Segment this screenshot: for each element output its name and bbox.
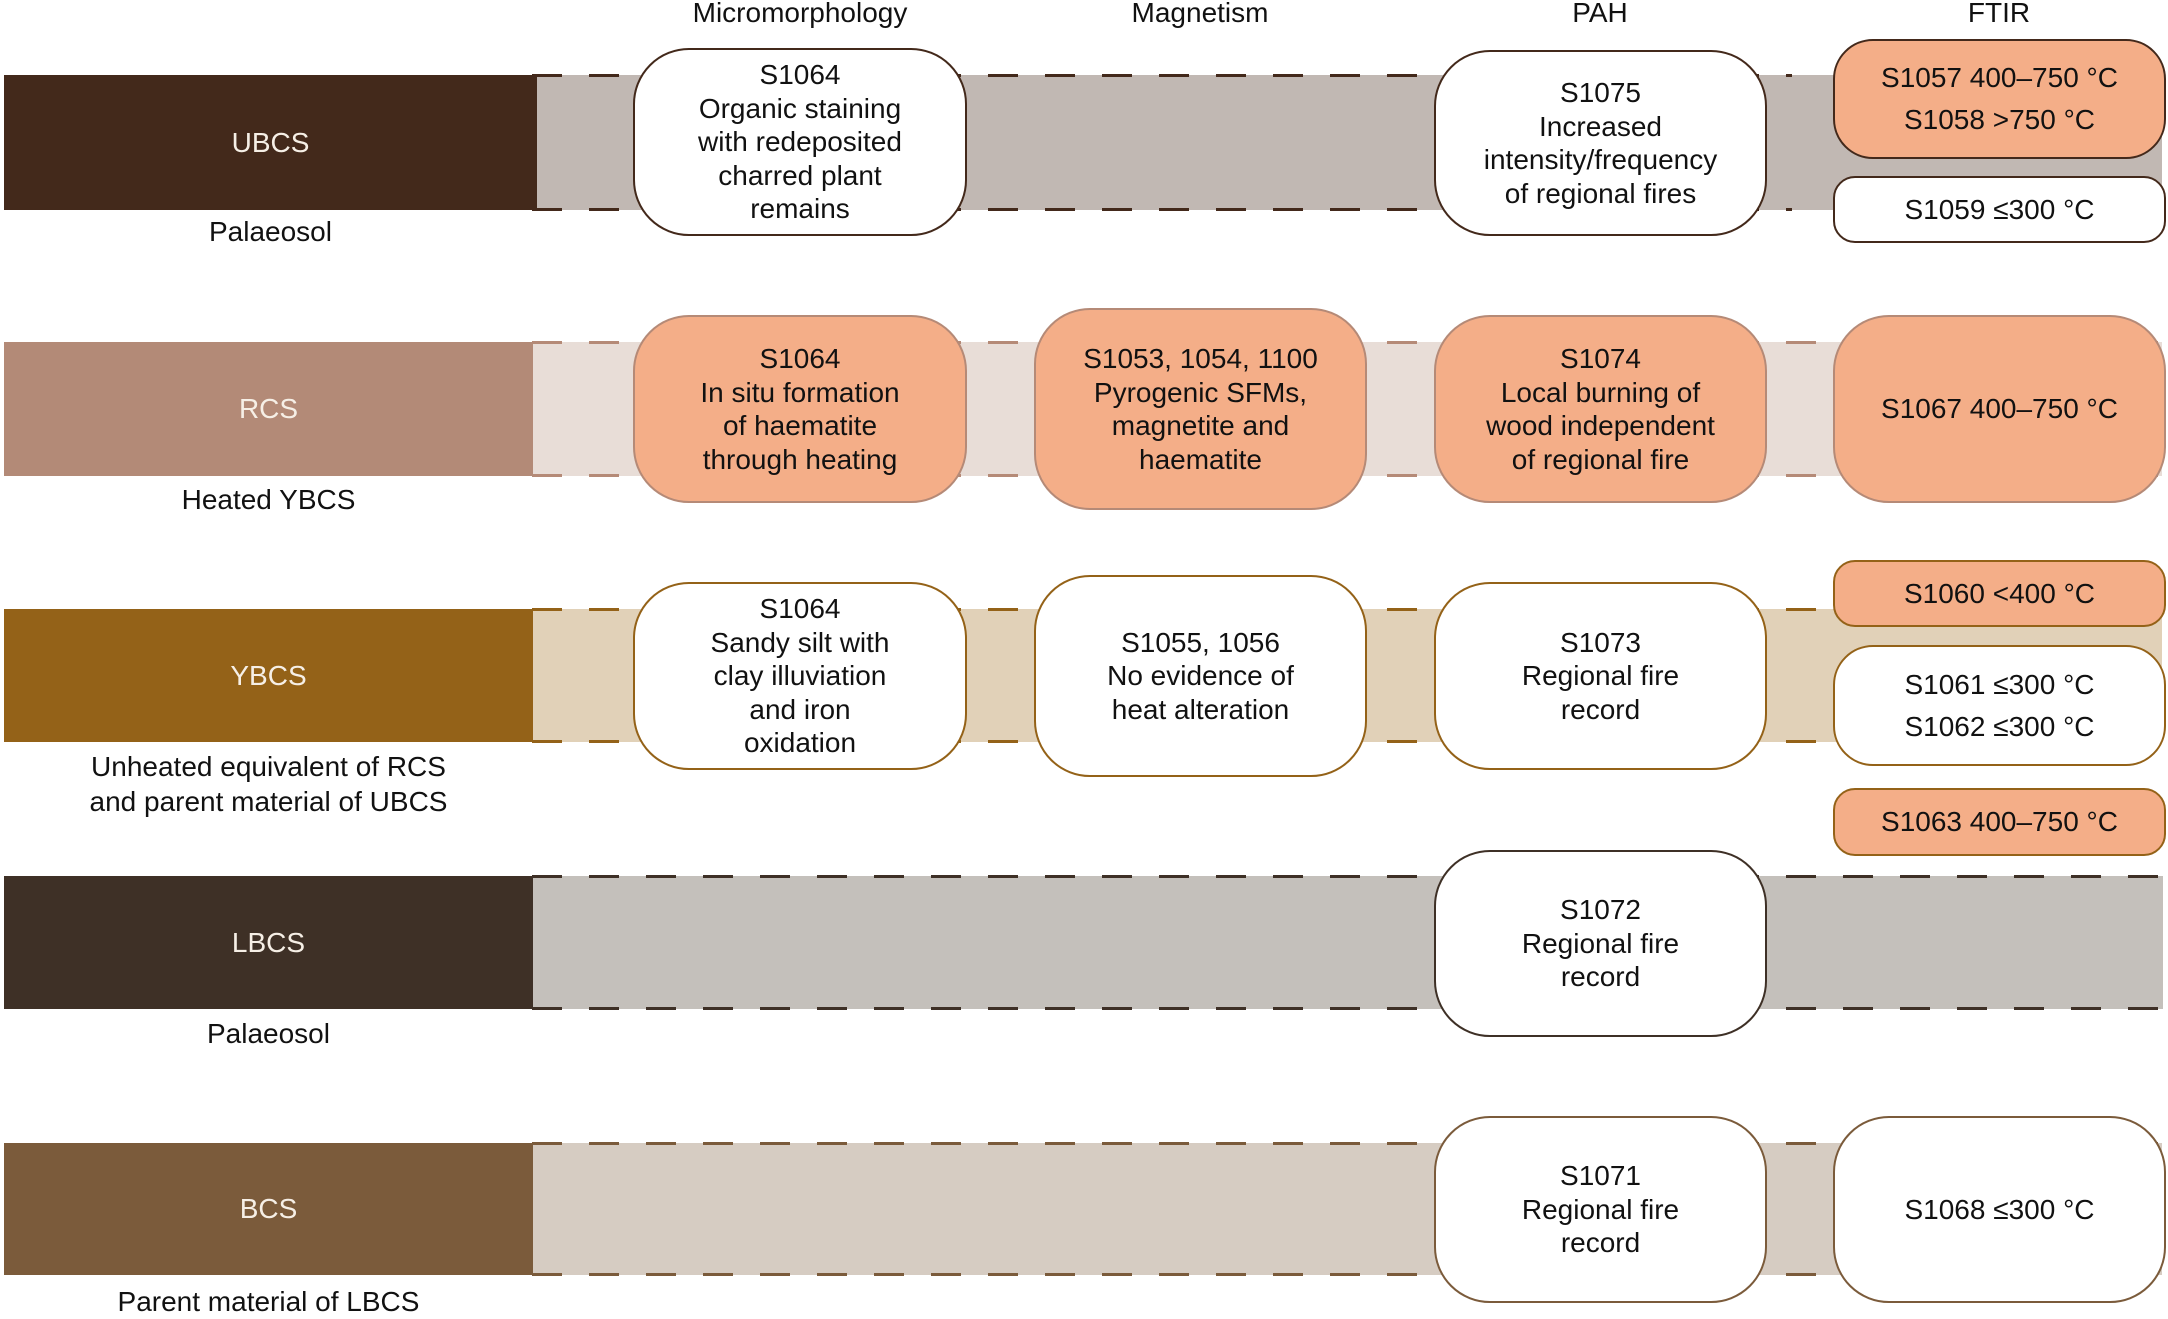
evidence-box-ftir-unheated: S1061 ≤300 °C S1062 ≤300 °C — [1833, 645, 2166, 766]
column-header-magnetism: Magnetism — [1131, 0, 1269, 28]
dashed-border-bottom — [532, 1273, 2162, 1276]
dashed-border-top — [532, 875, 2163, 878]
layer-block-lbcs: LBCS — [4, 876, 533, 1009]
evidence-box-pah: S1072 Regional fire record — [1434, 850, 1767, 1037]
layer-description: Palaeosol — [209, 216, 332, 247]
column-header-micromorphology: Micromorphology — [692, 0, 908, 28]
evidence-box-micromorphology: S1064 In situ formation of haematite thr… — [633, 315, 967, 503]
layer-label: BCS — [239, 1193, 298, 1224]
layer-label: RCS — [238, 393, 299, 424]
evidence-box-ftir-unheated: S1059 ≤300 °C — [1833, 176, 2166, 243]
dashed-border-bottom — [532, 1007, 2163, 1010]
column-header-pah: PAH — [1572, 0, 1628, 28]
evidence-box-micromorphology: S1064 Organic staining with redeposited … — [633, 48, 967, 236]
layer-block-bcs: BCS — [4, 1143, 533, 1275]
layer-label: LBCS — [231, 926, 306, 958]
layer-label: UBCS — [231, 126, 310, 158]
layer-description: Palaeosol — [207, 1018, 330, 1049]
layer-label: YBCS — [230, 659, 307, 691]
evidence-box-magnetism: S1053, 1054, 1100 Pyrogenic SFMs, magnet… — [1034, 308, 1367, 510]
evidence-box-micromorphology: S1064 Sandy silt with clay illuviation a… — [633, 582, 967, 770]
band-lbcs — [532, 875, 2163, 1010]
dashed-border-top — [532, 74, 1792, 77]
layer-description: Heated YBCS — [181, 484, 356, 515]
evidence-box-pah: S1075 Increased intensity/frequency of r… — [1434, 50, 1767, 236]
evidence-box-ftir: S1067 400–750 °C — [1833, 315, 2166, 503]
evidence-box-magnetism: S1055, 1056 No evidence of heat alterati… — [1034, 575, 1367, 777]
dashed-border-bottom — [532, 208, 1792, 211]
layer-description: Parent material of LBCS — [117, 1286, 420, 1317]
evidence-box-ftir-heated: S1063 400–750 °C — [1833, 788, 2166, 856]
dashed-border-top — [532, 1142, 2162, 1145]
layer-block-ybcs: YBCS — [4, 609, 533, 742]
column-header-ftir: FTIR — [1967, 0, 2031, 28]
layer-block-rcs: RCS — [4, 342, 533, 476]
layer-description: Unheated equivalent of RCS and parent ma… — [89, 751, 448, 817]
evidence-box-ftir-heated: S1060 <400 °C — [1833, 560, 2166, 627]
evidence-box-ftir: S1068 ≤300 °C — [1833, 1116, 2166, 1303]
evidence-box-ftir-heated: S1057 400–750 °C S1058 >750 °C — [1833, 39, 2166, 159]
evidence-box-pah: S1073 Regional fire record — [1434, 582, 1767, 770]
layer-block-ubcs: UBCS — [4, 75, 537, 210]
evidence-box-pah: S1071 Regional fire record — [1434, 1116, 1767, 1303]
evidence-box-pah: S1074 Local burning of wood independent … — [1434, 315, 1767, 503]
